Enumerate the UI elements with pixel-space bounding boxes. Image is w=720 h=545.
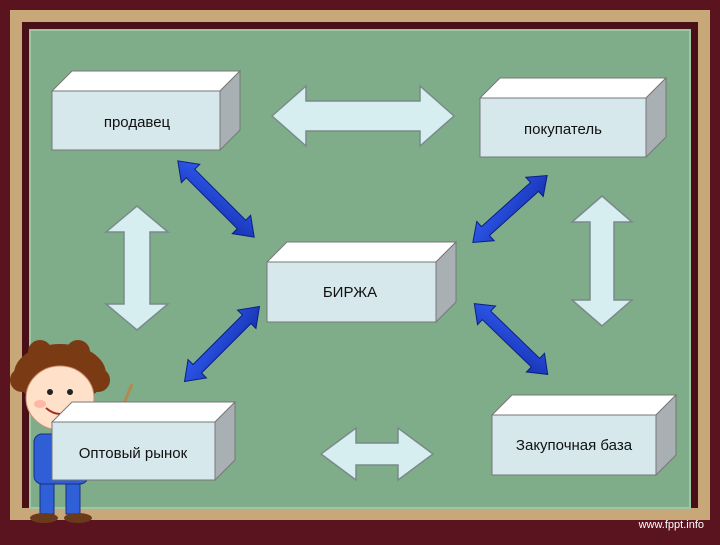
node-exchange: БИРЖА: [265, 240, 458, 324]
arrow-exchange-wholesale: [183, 305, 261, 383]
node-exchange-label: БИРЖА: [323, 284, 377, 301]
arrow-seller-buyer: [270, 84, 456, 148]
arrow-seller-exchange: [177, 160, 255, 238]
node-seller: продавец: [50, 69, 242, 152]
arrow-buyer-exchange: [472, 174, 548, 244]
arrow-buyer-procurement: [569, 195, 635, 327]
footer-watermark: www.fppt.info: [638, 519, 704, 531]
arrow-wholesale-procurement: [319, 426, 435, 482]
node-buyer: покупатель: [478, 76, 668, 159]
node-wholesale-label: Оптовый рынок: [79, 445, 188, 462]
node-wholesale: Оптовый рынок: [50, 400, 237, 482]
arrow-seller-wholesale: [103, 205, 171, 331]
node-buyer-label: покупатель: [524, 121, 602, 138]
node-procurement: Закупочная база: [490, 393, 678, 477]
node-seller-label: продавец: [104, 114, 171, 131]
arrow-exchange-procurement: [473, 303, 549, 375]
node-procurement-label: Закупочная база: [516, 437, 633, 454]
